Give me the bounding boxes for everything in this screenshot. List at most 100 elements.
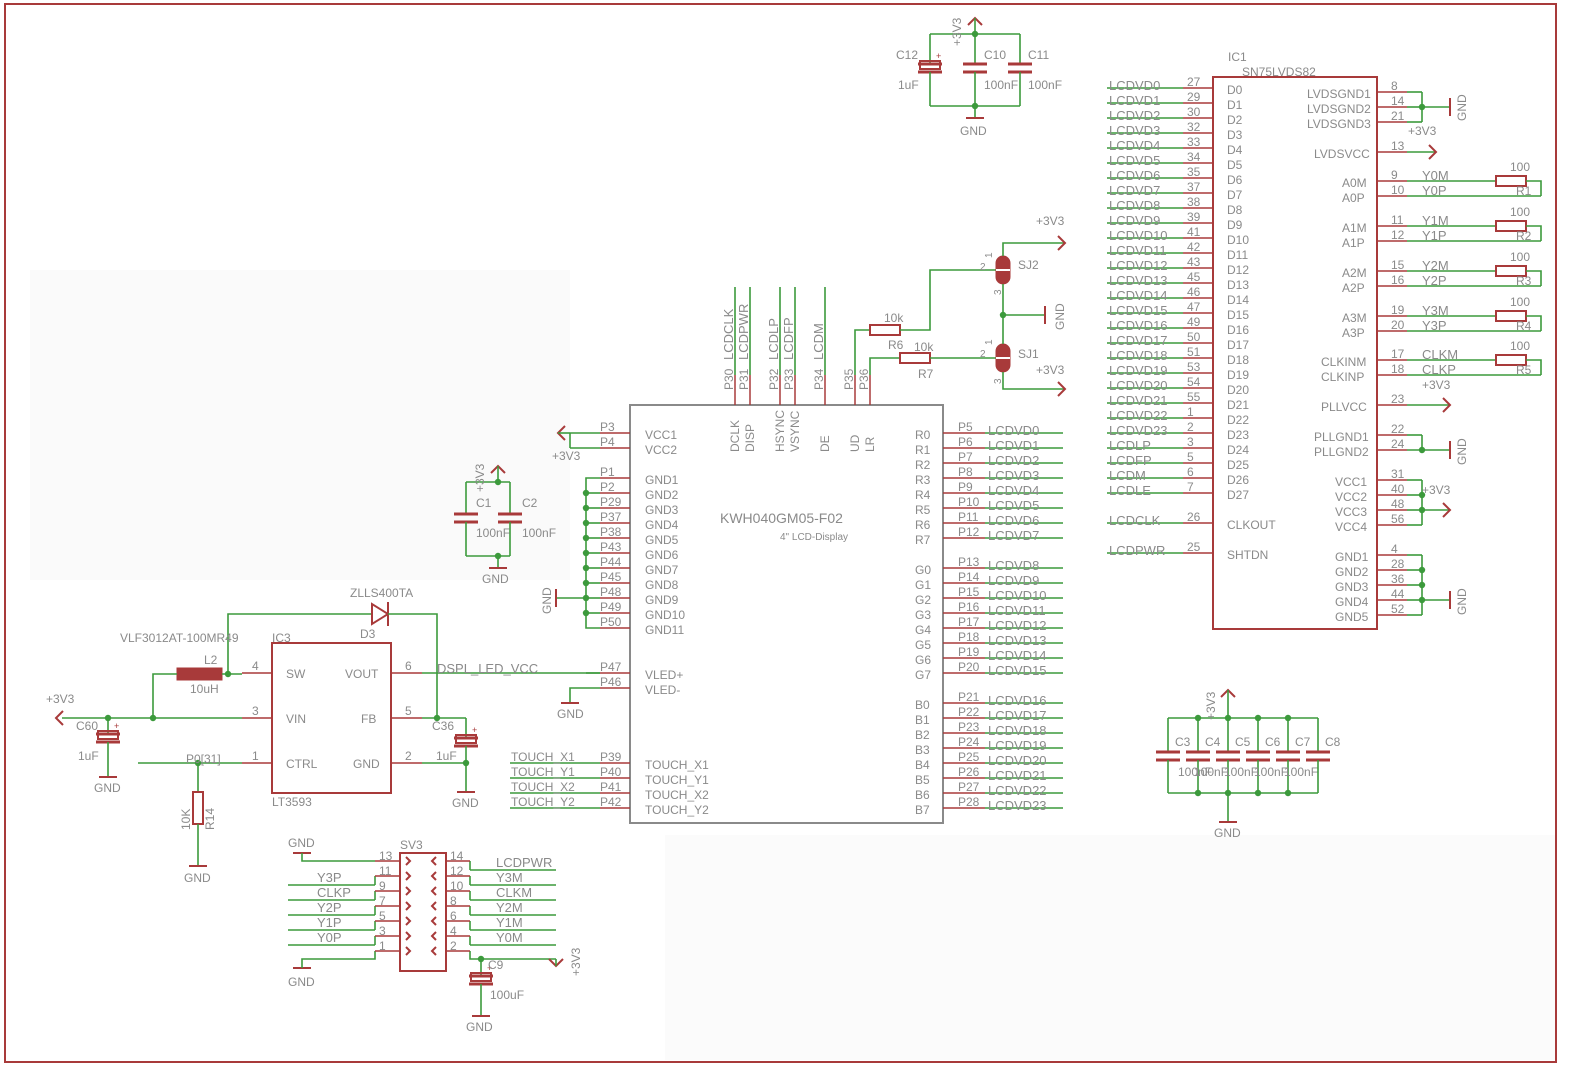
termination-value: 100 bbox=[1510, 250, 1530, 264]
sv3-net-label: CLKP bbox=[317, 885, 351, 900]
lcd-data-net: LCDVD5 bbox=[988, 498, 1039, 513]
ic1-pin-number: 48 bbox=[1391, 497, 1405, 511]
lcd-data-net: LCDVD1 bbox=[988, 438, 1039, 453]
termination-ref: R1 bbox=[1516, 184, 1532, 198]
lcd-pin-pad: P50 bbox=[600, 615, 622, 629]
ic1-pin-label: D19 bbox=[1227, 368, 1249, 382]
sv3-pin-number: 6 bbox=[450, 909, 457, 923]
ic1-pin-number: 55 bbox=[1187, 390, 1201, 404]
lcd-pin-pad: P40 bbox=[600, 765, 622, 779]
ic1-pin-label: D1 bbox=[1227, 98, 1243, 112]
ic1-pin-label: D3 bbox=[1227, 128, 1243, 142]
gnd-label-sj: GND bbox=[1053, 303, 1067, 330]
lcd-pin-label: G1 bbox=[915, 578, 931, 592]
lcd-pin-pad: P15 bbox=[958, 585, 980, 599]
lcd-pin-pad: P17 bbox=[958, 615, 980, 629]
ic1-net-label: LCDVD23 bbox=[1109, 423, 1168, 438]
lcd-pin-label: G2 bbox=[915, 593, 931, 607]
lcd-body bbox=[629, 404, 944, 824]
lcd-pin-pad: P16 bbox=[958, 600, 980, 614]
ic1-pin-number: 42 bbox=[1187, 240, 1201, 254]
ic1-pin-number: 17 bbox=[1391, 347, 1405, 361]
ic1-pin-label: D13 bbox=[1227, 278, 1249, 292]
ic1-lvds-net: Y0P bbox=[1422, 183, 1447, 198]
sv3-pin-mark bbox=[430, 886, 437, 896]
junction-dot bbox=[1418, 581, 1426, 589]
lcd-data-net: LCDVD10 bbox=[988, 588, 1047, 603]
lcd-pin-pad: P39 bbox=[600, 750, 622, 764]
supply-arrow bbox=[1442, 502, 1452, 518]
ic1-pin-label: SHTDN bbox=[1227, 548, 1268, 562]
c2-value: 100nF bbox=[522, 526, 556, 540]
ic1-pin-label: PLLGND2 bbox=[1314, 445, 1369, 459]
gnd-label-vled: GND bbox=[557, 707, 584, 721]
sj2-pin1: 1 bbox=[984, 252, 995, 258]
junction-dot bbox=[1254, 714, 1262, 722]
lcd-pin-pad: P10 bbox=[958, 495, 980, 509]
lvds-receiver-symbol[interactable]: 27D029D130D232D333D434D535D637D738D839D9… bbox=[1183, 75, 1407, 630]
ic1-pin-number: 52 bbox=[1391, 602, 1405, 616]
ic1-net-label: LCDVD21 bbox=[1109, 393, 1168, 408]
lcd-pin-label: DE bbox=[818, 435, 832, 452]
ic1-pin-number: 38 bbox=[1187, 195, 1201, 209]
lcd-data-net: LCDVD18 bbox=[988, 723, 1047, 738]
sv3-body bbox=[399, 852, 447, 972]
ic1-net-label: LCDVD6 bbox=[1109, 168, 1160, 183]
lcd-display-symbol[interactable]: P3VCC1P4VCC2P1GND1P2GND2P29GND3P37GND4P3… bbox=[600, 368, 985, 824]
lcd-pin-pad: P19 bbox=[958, 645, 980, 659]
ic1-pin-number: 47 bbox=[1187, 300, 1201, 314]
ic1-body bbox=[1212, 76, 1378, 630]
net-wire bbox=[152, 673, 177, 718]
ic1-pin-label: D11 bbox=[1227, 248, 1248, 262]
sv3-net-label: Y3P bbox=[317, 870, 342, 885]
ic1-pin-number: 34 bbox=[1187, 150, 1201, 164]
lcd-pin-label: TOUCH_X2 bbox=[645, 788, 709, 802]
ic1-pin-number: 53 bbox=[1187, 360, 1201, 374]
ic1-lvds-net: Y1P bbox=[1422, 228, 1447, 243]
lcd-pin-pad: P22 bbox=[958, 705, 980, 719]
lcd-data-net: LCDVD17 bbox=[988, 708, 1047, 723]
supply-arrow bbox=[1057, 235, 1067, 251]
net-wire bbox=[854, 329, 870, 375]
ic1-lvds-net: CLKM bbox=[1422, 347, 1458, 362]
junction-dot bbox=[1418, 566, 1426, 574]
gnd-label-c36: GND bbox=[452, 796, 479, 810]
capacitor-body bbox=[455, 734, 477, 744]
ic1-net-label: LCDCLK bbox=[1109, 513, 1161, 528]
decoupling-value: 100nF bbox=[1254, 765, 1288, 779]
lcd-pin-label: R3 bbox=[915, 473, 931, 487]
ic3-part-name: LT3593 bbox=[272, 795, 312, 809]
c10-ref: C10 bbox=[984, 48, 1006, 62]
lcd-pin-pad: P45 bbox=[600, 570, 622, 584]
lcd-pin-pad: P25 bbox=[958, 750, 980, 764]
lcd-pin-label: G6 bbox=[915, 653, 931, 667]
junction-dot bbox=[582, 609, 590, 617]
lcd-pin-label: G5 bbox=[915, 638, 931, 652]
c36-ref: C36 bbox=[432, 719, 454, 733]
ic1-pin-label: D20 bbox=[1227, 383, 1249, 397]
net-wire bbox=[301, 951, 376, 968]
ic1-pin-label: GND1 bbox=[1335, 550, 1369, 564]
ic1-pin-number: 51 bbox=[1187, 345, 1201, 359]
ic1-pin-label: D17 bbox=[1227, 338, 1249, 352]
ic1-pin-number: 49 bbox=[1187, 315, 1201, 329]
sv3-pin-mark bbox=[430, 916, 437, 926]
vcc-label-pllvcc: +3V3 bbox=[1422, 378, 1451, 392]
lcd-pin-label: VLED- bbox=[645, 683, 680, 697]
ic1-net-label: LCDVD20 bbox=[1109, 378, 1168, 393]
gnd-label-pllgnd: GND bbox=[1455, 438, 1469, 465]
lcd-pin-label: GND4 bbox=[645, 518, 679, 532]
vcc-label-sj2: +3V3 bbox=[1036, 214, 1065, 228]
ic1-pin-label: A0M bbox=[1342, 176, 1367, 190]
lcd-data-net: LCDVD3 bbox=[988, 468, 1039, 483]
ic1-pin-label: D16 bbox=[1227, 323, 1249, 337]
ic1-net-label: LCDVD14 bbox=[1109, 288, 1168, 303]
sv3-pin-number: 12 bbox=[450, 864, 464, 878]
ic1-pin-number: 24 bbox=[1391, 437, 1405, 451]
c10-value: 100nF bbox=[984, 78, 1018, 92]
junction-dot bbox=[582, 534, 590, 542]
junction-dot bbox=[1418, 446, 1426, 454]
lcd-pin-pad: P34 bbox=[812, 368, 826, 390]
